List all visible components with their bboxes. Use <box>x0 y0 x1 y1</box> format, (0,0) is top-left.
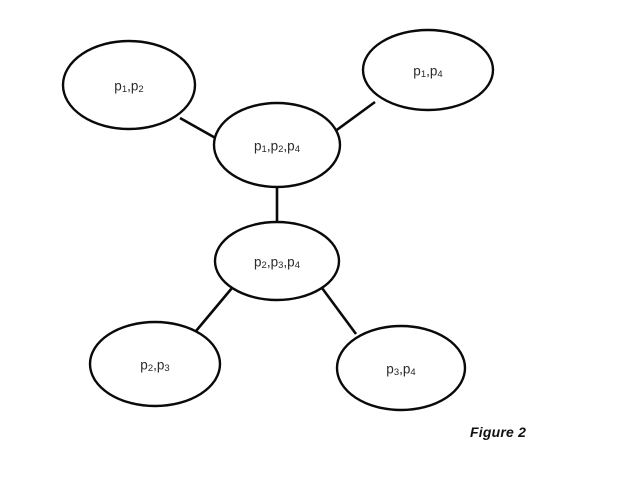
node-ellipse-p1p2[interactable] <box>61 39 197 131</box>
node-p3p4[interactable]: p3,p4 <box>335 324 467 412</box>
node-ellipse-p1p2p4[interactable] <box>212 101 342 189</box>
edge-group <box>179 100 376 335</box>
node-p1p4[interactable]: p1,p4 <box>361 28 495 112</box>
node-p2p3[interactable]: p2,p3 <box>88 320 222 408</box>
node-ellipse-p1p4[interactable] <box>361 28 495 112</box>
node-label-p1p2p4: p1,p2,p4 <box>254 139 300 156</box>
node-group: p1,p2 p1,p4 p1,p2,p4 p2,p3,p4 p2,p3 p3,p… <box>61 28 495 412</box>
edge-p2p3p4-to-p3p4 <box>320 287 358 335</box>
node-label-p2p3p4: p2,p3,p4 <box>254 255 300 272</box>
node-p2p3p4[interactable]: p2,p3,p4 <box>213 220 341 302</box>
node-label-p1p2: p1,p2 <box>114 79 143 96</box>
node-label-p1p4: p1,p4 <box>413 64 442 81</box>
node-label-p3p4: p3,p4 <box>386 362 415 379</box>
node-p1p2[interactable]: p1,p2 <box>61 39 197 131</box>
edge-p1p2-to-p1p2p4 <box>179 116 220 142</box>
figure-caption: Figure 2 <box>470 424 527 440</box>
edge-p2p3p4-to-p2p3 <box>195 287 233 332</box>
node-ellipse-p2p3[interactable] <box>88 320 222 408</box>
node-ellipse-p3p4[interactable] <box>335 324 467 412</box>
node-label-p2p3: p2,p3 <box>140 358 169 375</box>
edge-p1p4-to-p1p2p4 <box>333 100 376 134</box>
node-p1p2p4[interactable]: p1,p2,p4 <box>212 101 342 189</box>
node-ellipse-p2p3p4[interactable] <box>213 220 341 302</box>
